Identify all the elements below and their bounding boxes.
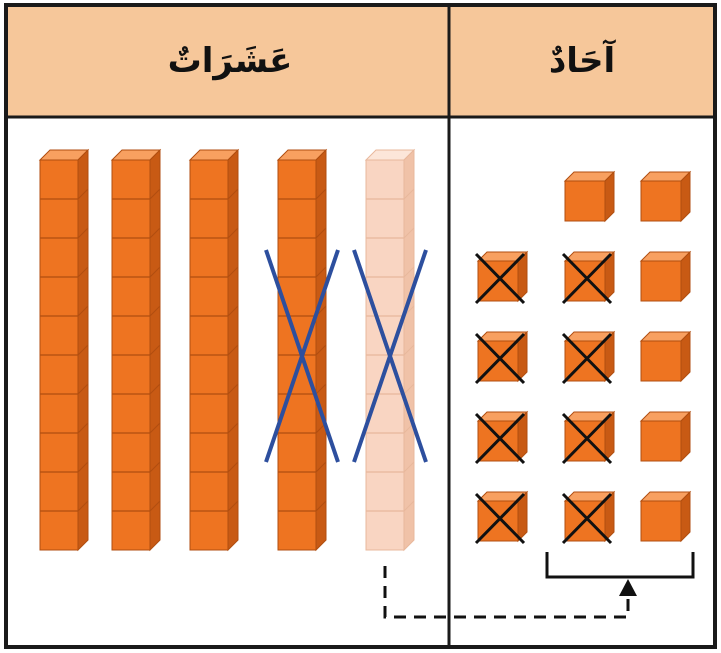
header-row — [6, 5, 715, 117]
unit-block-crossed — [474, 490, 529, 545]
tens-rod — [352, 148, 428, 552]
rod-side-line — [315, 266, 327, 278]
tens-rod — [188, 148, 240, 552]
unit-block-crossed — [474, 330, 529, 385]
rod-side-line — [77, 383, 89, 395]
tens-rod — [38, 148, 90, 552]
cross-line — [561, 252, 613, 305]
rod-side-line — [149, 383, 161, 395]
block-face — [640, 340, 682, 382]
rod-side-line — [315, 461, 327, 473]
regroup-arrow — [383, 552, 695, 619]
block-side — [680, 250, 691, 303]
cross-line — [474, 492, 526, 545]
block-face — [564, 180, 606, 222]
tens-header: عَشَرَاتٌ — [168, 41, 293, 81]
block-side — [680, 170, 691, 223]
rod-side-line — [77, 422, 89, 434]
rod-side-line — [315, 188, 327, 200]
cross-line — [352, 249, 428, 463]
rod-side-line — [149, 461, 161, 473]
cross-line — [474, 252, 526, 305]
unit-block — [639, 330, 692, 383]
ones-bracket — [545, 552, 695, 579]
block-side — [680, 410, 691, 463]
rod-side-line — [77, 188, 89, 200]
rod-side-line — [149, 266, 161, 278]
block-face — [640, 260, 682, 302]
block-face — [640, 180, 682, 222]
rod-side-line — [149, 344, 161, 356]
rod-side-line — [403, 227, 415, 239]
rod-side-line — [149, 227, 161, 239]
unit-block-crossed — [561, 250, 616, 305]
rod-side-line — [315, 500, 327, 512]
rod-side-line — [227, 188, 239, 200]
rod-side-line — [227, 266, 239, 278]
rod-side-line — [227, 227, 239, 239]
rod-side-line — [149, 305, 161, 317]
rod-side-line — [149, 500, 161, 512]
cross-line — [561, 332, 613, 385]
cross-line — [561, 492, 613, 545]
rod-side-line — [227, 500, 239, 512]
table-border — [4, 3, 717, 649]
unit-block — [639, 170, 692, 223]
unit-block — [639, 490, 692, 543]
unit-block-crossed — [561, 410, 616, 465]
rod-side-line — [315, 227, 327, 239]
table-frame: عَشَرَاتٌ آحَادٌ — [4, 3, 717, 649]
rod-side-line — [315, 383, 327, 395]
block-side — [604, 170, 615, 223]
ones-blocks — [474, 170, 692, 545]
unit-block-crossed — [561, 330, 616, 385]
block-face — [640, 500, 682, 542]
rod-side-line — [149, 422, 161, 434]
block-side — [680, 330, 691, 383]
rod-side-line — [77, 344, 89, 356]
rod-side-line — [227, 383, 239, 395]
ones-header: آحَادٌ — [549, 39, 617, 81]
rod-side-line — [77, 227, 89, 239]
rod-side-line — [77, 461, 89, 473]
dashed-arrow-line — [383, 566, 630, 619]
block-side — [680, 490, 691, 543]
arrow-head — [619, 579, 637, 596]
rod-side-line — [227, 422, 239, 434]
unit-block-crossed — [474, 250, 529, 305]
rod-side-line — [403, 188, 415, 200]
cross-line — [474, 412, 526, 465]
rod-side-line — [315, 344, 327, 356]
tens-rods — [38, 148, 428, 552]
unit-block — [639, 250, 692, 303]
rod-side-line — [227, 305, 239, 317]
unit-block-crossed — [474, 410, 529, 465]
rod-side-line — [77, 266, 89, 278]
cross-line — [561, 412, 613, 465]
tens-rod — [110, 148, 162, 552]
tens-rod — [264, 148, 340, 552]
block-face — [640, 420, 682, 462]
rod-side-line — [149, 188, 161, 200]
unit-block — [563, 170, 616, 223]
unit-block — [639, 410, 692, 463]
rod-side-line — [403, 344, 415, 356]
rod-side-line — [227, 461, 239, 473]
cross-line — [264, 249, 340, 463]
rod-side-line — [403, 500, 415, 512]
rod-side-line — [403, 461, 415, 473]
cross-line — [474, 332, 526, 385]
rod-side-line — [403, 383, 415, 395]
unit-block-crossed — [561, 490, 616, 545]
rod-side-line — [77, 500, 89, 512]
rod-side-line — [227, 344, 239, 356]
rod-side-line — [403, 266, 415, 278]
rod-side-line — [77, 305, 89, 317]
